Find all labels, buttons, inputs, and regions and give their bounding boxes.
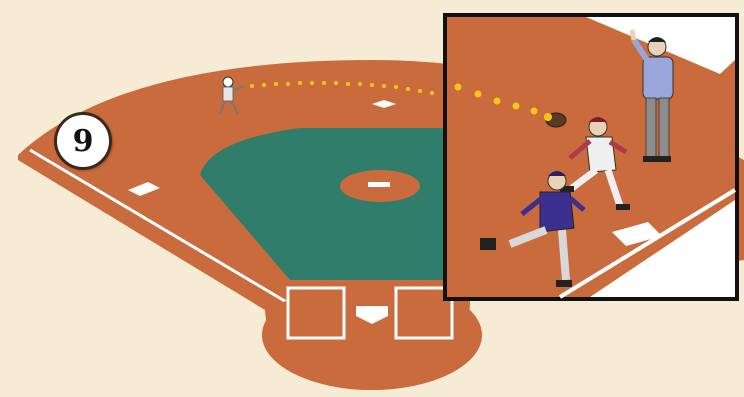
inset-panel [445, 15, 737, 299]
pitchers-rubber [368, 182, 390, 187]
play-number-badge: 9 [54, 112, 112, 170]
